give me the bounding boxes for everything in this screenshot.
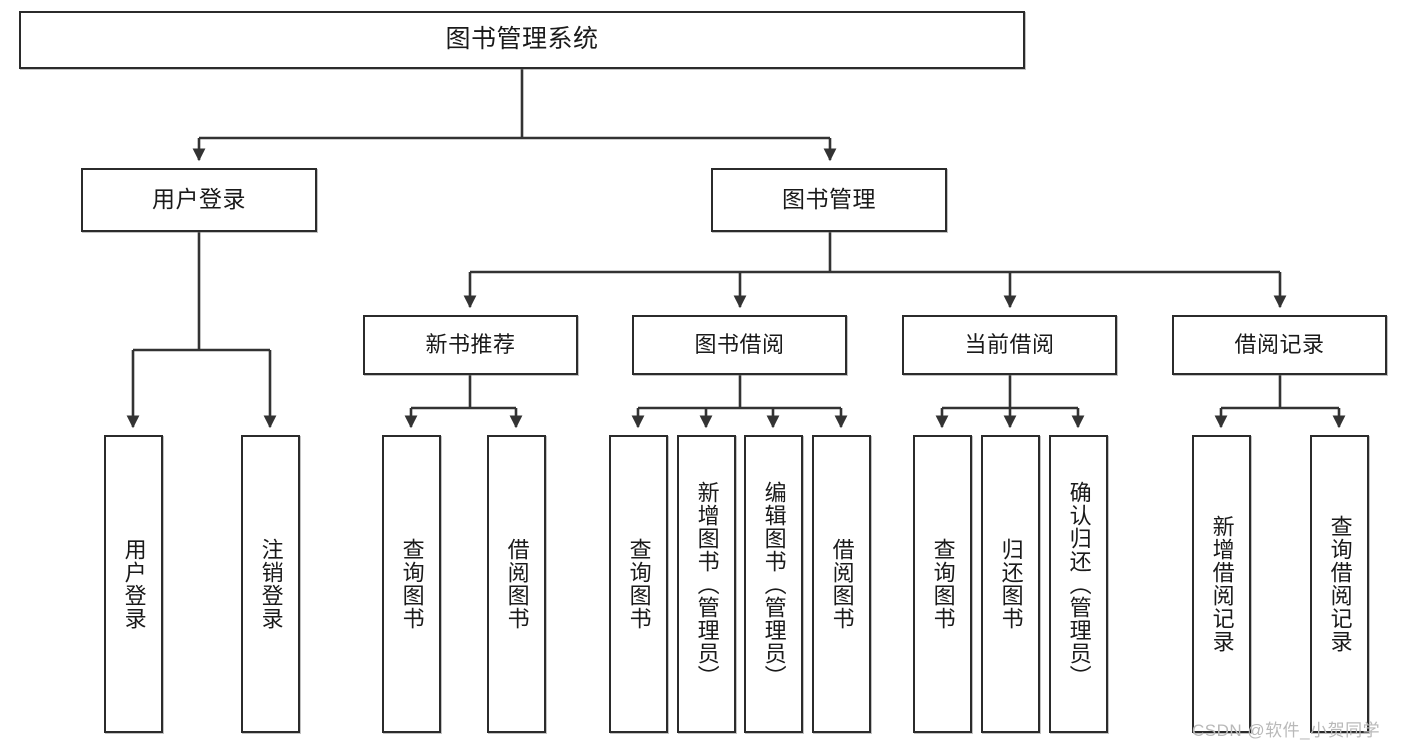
- node-root-system[interactable]: 图书管理系统: [19, 11, 1025, 69]
- leaf-user-login-logout[interactable]: 注销登录: [241, 435, 300, 733]
- leaf-borrow-query-book[interactable]: 查询图书: [609, 435, 668, 733]
- node-label: 编辑图书（管理员）: [761, 480, 787, 688]
- node-label: 当前借阅: [964, 332, 1055, 358]
- node-user-login[interactable]: 用户登录: [81, 168, 317, 232]
- leaf-user-login-login[interactable]: 用户登录: [104, 435, 163, 733]
- leaf-current-return-book[interactable]: 归还图书: [981, 435, 1040, 733]
- node-label: 借阅记录: [1234, 332, 1325, 358]
- leaf-records-query-record[interactable]: 查询借阅记录: [1310, 435, 1369, 733]
- leaf-borrow-borrow-book[interactable]: 借阅图书: [812, 435, 871, 733]
- node-label: 图书管理系统: [445, 25, 599, 54]
- leaf-current-query-book[interactable]: 查询图书: [913, 435, 972, 733]
- node-label: 借阅图书: [829, 538, 855, 630]
- node-label: 新增图书（管理员）: [694, 480, 720, 688]
- csdn-watermark: CSDN @软件_小贺同学: [1192, 721, 1381, 740]
- node-label: 注销登录: [258, 538, 284, 630]
- node-label: 确认归还（管理员）: [1066, 480, 1092, 688]
- node-label: 图书管理: [782, 186, 876, 213]
- node-borrow-records[interactable]: 借阅记录: [1172, 315, 1387, 375]
- leaf-recommend-query-book[interactable]: 查询图书: [382, 435, 441, 733]
- node-book-management[interactable]: 图书管理: [711, 168, 947, 232]
- node-label: 借阅图书: [504, 538, 530, 630]
- node-label: 用户登录: [121, 538, 147, 630]
- node-label: 查询图书: [399, 538, 425, 630]
- node-label: 新增借阅记录: [1209, 515, 1235, 653]
- leaf-borrow-edit-book-admin[interactable]: 编辑图书（管理员）: [744, 435, 803, 733]
- node-current-borrow[interactable]: 当前借阅: [902, 315, 1117, 375]
- node-label: 新书推荐: [425, 332, 516, 358]
- node-label: 查询借阅记录: [1327, 515, 1353, 653]
- node-label: 用户登录: [152, 186, 246, 213]
- leaf-current-confirm-return-admin[interactable]: 确认归还（管理员）: [1049, 435, 1108, 733]
- leaf-records-add-record[interactable]: 新增借阅记录: [1192, 435, 1251, 733]
- node-label: 图书借阅: [694, 332, 785, 358]
- node-label: 归还图书: [998, 538, 1024, 630]
- node-book-borrow[interactable]: 图书借阅: [632, 315, 847, 375]
- leaf-recommend-borrow-book[interactable]: 借阅图书: [487, 435, 546, 733]
- node-new-book-recommend[interactable]: 新书推荐: [363, 315, 578, 375]
- leaf-borrow-add-book-admin[interactable]: 新增图书（管理员）: [677, 435, 736, 733]
- node-label: 查询图书: [930, 538, 956, 630]
- node-label: 查询图书: [626, 538, 652, 630]
